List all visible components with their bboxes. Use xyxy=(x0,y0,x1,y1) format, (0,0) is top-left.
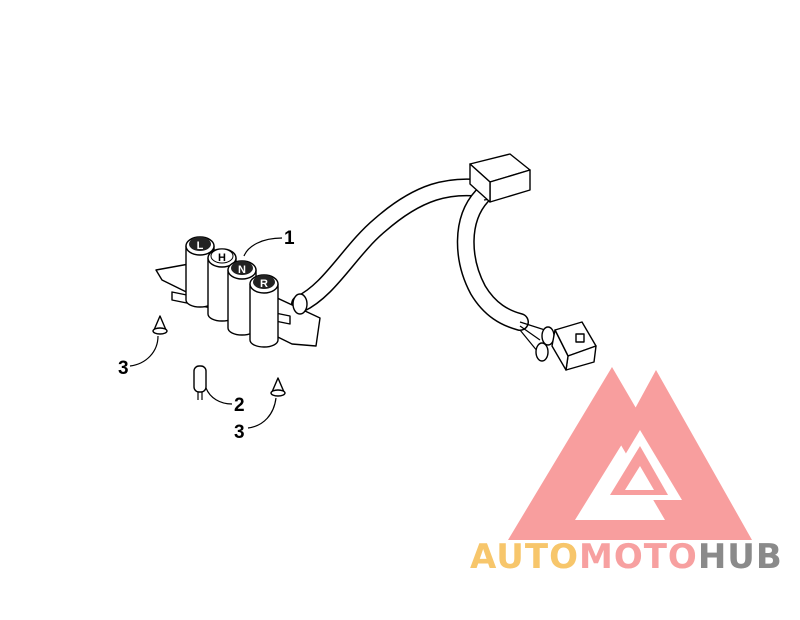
bottom-connector xyxy=(519,321,597,371)
callout-1: 1 xyxy=(284,228,295,249)
wire-harness xyxy=(291,173,529,331)
watermark-logo-icon xyxy=(508,367,752,540)
screw-left xyxy=(152,315,168,335)
watermark-text: AUTOMOTOHUB xyxy=(470,537,783,577)
leader-lines xyxy=(129,237,283,429)
letter-l: L xyxy=(197,240,204,252)
bulb-part xyxy=(193,365,207,400)
watermark-auto: AUTO xyxy=(470,537,579,577)
letter-h: H xyxy=(218,252,226,264)
letter-r: R xyxy=(260,278,268,290)
callout-3-left: 3 xyxy=(118,358,129,379)
letter-n: N xyxy=(238,264,246,276)
watermark-hub: HUB xyxy=(698,537,783,577)
top-connector xyxy=(469,153,531,203)
callout-2: 2 xyxy=(234,395,245,416)
indicator-letters: L H N R xyxy=(197,240,268,290)
screw-right xyxy=(270,377,286,397)
watermark-moto: MOTO xyxy=(579,537,698,577)
callout-3-right: 3 xyxy=(234,422,245,443)
indicator-housings xyxy=(185,236,279,348)
